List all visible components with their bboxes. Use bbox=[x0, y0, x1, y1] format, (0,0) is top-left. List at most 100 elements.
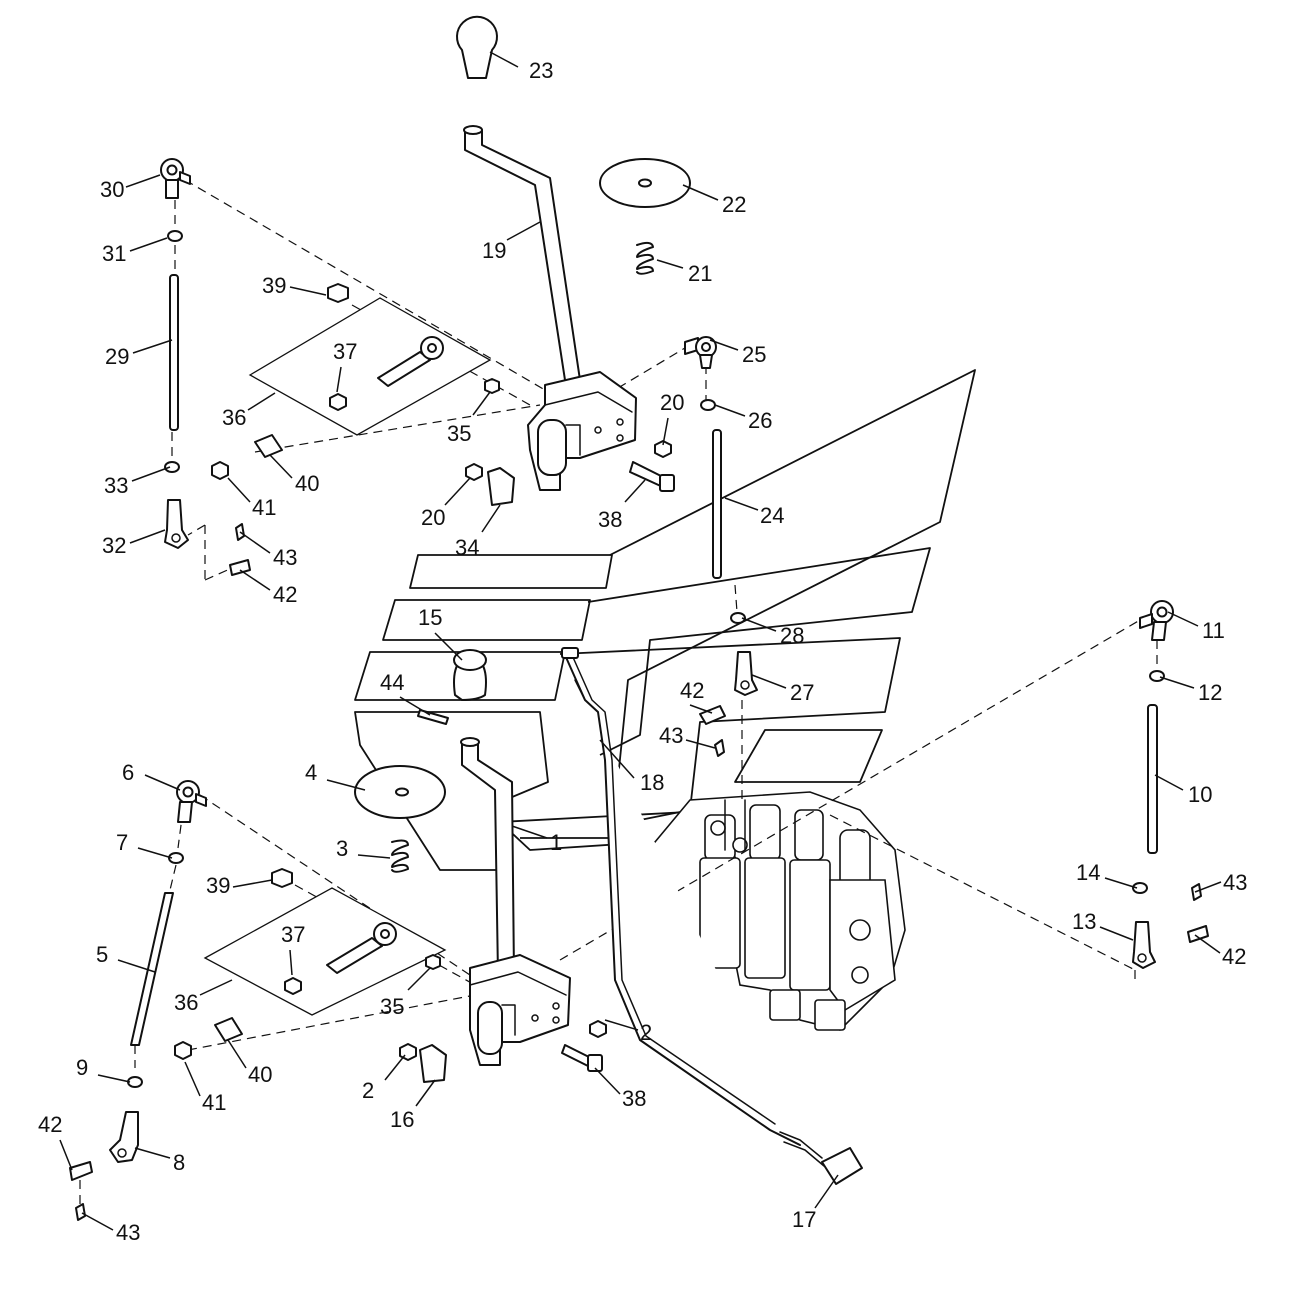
callout-label-c37a: 37 bbox=[333, 339, 357, 364]
leader-line-c8 bbox=[134, 1147, 171, 1159]
callout-label-c36a: 36 bbox=[222, 405, 246, 430]
leader-line-c36a bbox=[247, 392, 276, 411]
leader-line-c19 bbox=[506, 221, 541, 241]
leader-line-c28 bbox=[741, 617, 777, 632]
rod-end-37a bbox=[377, 351, 431, 387]
leader-line-c32 bbox=[129, 529, 166, 544]
lower-left-linkage bbox=[69, 780, 447, 1221]
callout-label-c43a: 43 bbox=[273, 545, 297, 570]
rod-24 bbox=[712, 429, 722, 579]
leader-line-c42c bbox=[1194, 934, 1221, 954]
nut-20b bbox=[465, 463, 483, 481]
nut-28 bbox=[730, 612, 746, 624]
callout-label-c17: 17 bbox=[792, 1207, 816, 1232]
leader-line-c34 bbox=[481, 504, 501, 533]
nut-7 bbox=[168, 852, 184, 864]
nut-12 bbox=[1149, 670, 1165, 682]
leader-line-c43b bbox=[685, 739, 716, 749]
callout-label-c20a: 20 bbox=[660, 390, 684, 415]
leader-line-c5 bbox=[117, 959, 156, 973]
leader-line-c26 bbox=[714, 404, 746, 417]
pin-43d bbox=[75, 1203, 86, 1221]
leader-line-c22 bbox=[682, 184, 719, 201]
pin-42a bbox=[229, 559, 251, 576]
nut-37b bbox=[284, 977, 302, 995]
callout-label-c42a: 42 bbox=[273, 582, 297, 607]
leader-line-c7 bbox=[137, 847, 173, 859]
leader-line-c31 bbox=[129, 237, 168, 252]
callout-label-c41a: 41 bbox=[252, 495, 276, 520]
clip-34 bbox=[487, 467, 515, 506]
callout-label-c40b: 40 bbox=[248, 1062, 272, 1087]
nut-35b bbox=[425, 954, 441, 970]
callout-label-c38b: 38 bbox=[622, 1086, 646, 1111]
nut-14 bbox=[1132, 882, 1148, 894]
pin-42b bbox=[699, 705, 726, 725]
nut-9 bbox=[127, 1076, 143, 1088]
callout-label-c27: 27 bbox=[790, 680, 814, 705]
leader-line-c39b bbox=[232, 879, 273, 888]
leader-line-c1 bbox=[511, 825, 548, 839]
leader-line-c35b bbox=[407, 967, 431, 991]
knob-23 bbox=[456, 15, 498, 79]
leader-line-c15 bbox=[434, 632, 463, 661]
callout-label-c16: 16 bbox=[390, 1107, 414, 1132]
connector-17 bbox=[821, 1147, 863, 1185]
callout-label-c43b: 43 bbox=[659, 723, 683, 748]
leader-line-c2a bbox=[604, 1019, 639, 1031]
leader-line-c30 bbox=[125, 174, 161, 188]
pin-43b bbox=[714, 739, 725, 757]
callout-label-c32: 32 bbox=[102, 533, 126, 558]
alignment-lines bbox=[79, 179, 1158, 1205]
leader-line-c38b bbox=[594, 1067, 621, 1095]
callout-label-c2b: 2 bbox=[362, 1078, 374, 1103]
leader-line-c9 bbox=[97, 1074, 131, 1083]
leader-line-c37b bbox=[289, 949, 293, 976]
callout-label-c12: 12 bbox=[1198, 680, 1222, 705]
callout-label-c41b: 41 bbox=[202, 1090, 226, 1115]
callout-label-c34: 34 bbox=[455, 535, 479, 560]
callout-label-c31: 31 bbox=[102, 241, 126, 266]
spring-21 bbox=[636, 241, 654, 275]
nut-39a bbox=[327, 283, 349, 303]
clip-16 bbox=[419, 1044, 447, 1083]
bolt-41a bbox=[211, 461, 229, 480]
callout-label-c30: 30 bbox=[100, 177, 124, 202]
leader-line-c16 bbox=[415, 1079, 436, 1107]
leader-line-c3 bbox=[357, 854, 391, 859]
leader-line-c43c bbox=[1194, 881, 1222, 893]
callout-label-c20b: 20 bbox=[421, 505, 445, 530]
pin-42c bbox=[1187, 925, 1209, 943]
leader-line-c18 bbox=[599, 739, 635, 779]
leader-line-c4 bbox=[326, 779, 366, 791]
callout-label-c22: 22 bbox=[722, 192, 746, 217]
callout-label-c35b: 35 bbox=[380, 994, 404, 1019]
leader-line-c36b bbox=[199, 979, 233, 996]
clevis-32 bbox=[164, 499, 189, 549]
callout-label-c3: 3 bbox=[336, 836, 348, 861]
callout-label-c23: 23 bbox=[529, 58, 553, 83]
callout-label-c5: 5 bbox=[96, 942, 108, 967]
callout-label-c21: 21 bbox=[688, 261, 712, 286]
leader-line-c42b bbox=[689, 704, 713, 714]
callout-label-c9: 9 bbox=[76, 1055, 88, 1080]
leader-line-c35a bbox=[472, 391, 491, 416]
callout-label-c39a: 39 bbox=[262, 273, 286, 298]
leader-line-c43a bbox=[239, 531, 271, 554]
nut-37a bbox=[329, 393, 347, 411]
leader-line-c40a bbox=[269, 454, 293, 479]
machine-outline bbox=[354, 369, 976, 871]
leader-line-c41a bbox=[227, 477, 251, 503]
leader-line-c25 bbox=[709, 339, 739, 351]
cable-18 bbox=[564, 654, 801, 1146]
callout-label-c44: 44 bbox=[380, 670, 404, 695]
leader-line-c29 bbox=[132, 339, 173, 354]
callout-label-c13: 13 bbox=[1072, 909, 1096, 934]
leader-line-c42d bbox=[59, 1139, 73, 1171]
callout-label-c39b: 39 bbox=[206, 873, 230, 898]
callout-label-c18: 18 bbox=[640, 770, 664, 795]
callout-label-c25: 25 bbox=[742, 342, 766, 367]
leader-line-c20b bbox=[444, 477, 471, 506]
